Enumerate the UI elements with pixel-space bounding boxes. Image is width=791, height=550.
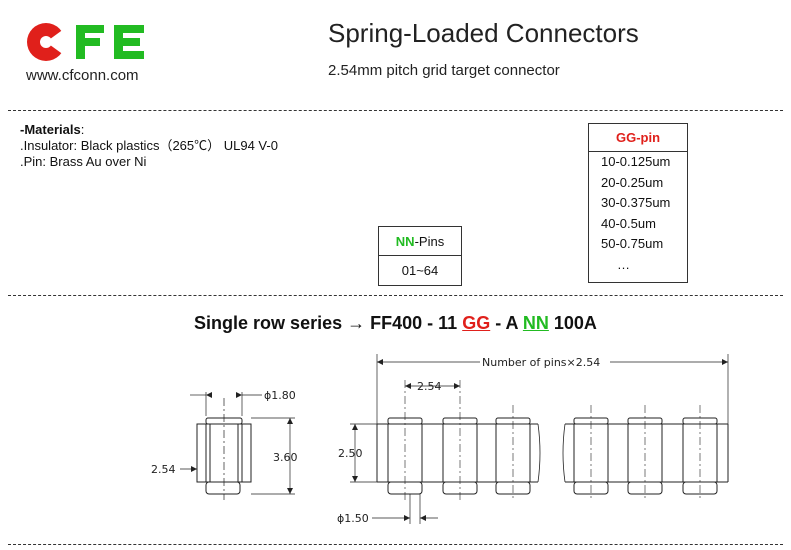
page-title: Spring-Loaded Connectors	[328, 18, 639, 48]
divider-middle	[8, 295, 783, 296]
nn-pins-range: 01~64	[401, 263, 439, 278]
gg-pin-option: 40-0.5um	[601, 215, 656, 231]
gg-pin-option: …	[617, 256, 630, 272]
series-prefix: Single row series	[194, 313, 343, 333]
dim-total-length: Number of pins×2.54	[482, 356, 600, 369]
series-part-number: Single row series → FF400 - 11 GG - A NN…	[0, 313, 791, 334]
nn-code: NN	[395, 233, 415, 249]
nn-label: -Pins	[414, 233, 445, 249]
gg-pin-table: GG-pin 10-0.125um 20-0.25um 30-0.375um 4…	[588, 123, 688, 283]
nn-pins-header: NN-Pins	[379, 227, 461, 256]
dim-height: 3.60	[273, 451, 298, 464]
nn-pins-table: NN-Pins 01~64	[378, 226, 462, 286]
website-url[interactable]: www.cfconn.com	[26, 67, 139, 84]
part-gg: GG	[462, 313, 491, 333]
materials-insulator: .Insulator: Black plastics（265℃） UL94 V-…	[20, 138, 278, 153]
materials-pin: .Pin: Brass Au over Ni	[20, 154, 147, 169]
logo-e-letter	[114, 25, 144, 59]
dim-width: 2.54	[151, 463, 176, 476]
dim-base-diameter: ϕ1.50	[337, 512, 369, 525]
part-nn: NN	[522, 313, 549, 333]
part-start: FF400 - 11	[370, 313, 463, 333]
dim-pin-diameter: ϕ1.80	[264, 389, 296, 402]
page-subtitle: 2.54mm pitch grid target connector	[328, 62, 560, 79]
technical-drawing: ϕ1.80 3.60 2.54 Number of pins×2.54 2.54…	[151, 354, 729, 525]
cfe-logo	[27, 23, 144, 61]
gg-pin-option: 10-0.125um	[601, 154, 671, 169]
part-mid: - A	[490, 313, 523, 333]
divider-bottom	[8, 544, 783, 545]
gg-pin-option: 20-0.25um	[601, 174, 664, 190]
logo-f-letter	[76, 25, 104, 59]
gg-pin-option: 30-0.375um	[601, 195, 671, 210]
materials-section: -Materials: .Insulator: Black plastics（2…	[20, 122, 278, 170]
dim-body-height: 2.50	[338, 447, 363, 460]
gg-pin-header: GG-pin	[589, 124, 687, 152]
gg-pin-option: 50-0.75um	[601, 236, 664, 251]
divider-top	[8, 110, 783, 111]
arrow-icon: →	[347, 313, 366, 333]
multi-pin-drawing	[350, 354, 729, 524]
single-pin-drawing	[180, 392, 295, 500]
dim-pitch: 2.54	[417, 380, 442, 393]
materials-heading: -Materials:	[20, 122, 85, 137]
logo-c-mark	[27, 23, 68, 61]
part-suffix: 100A	[548, 313, 597, 333]
